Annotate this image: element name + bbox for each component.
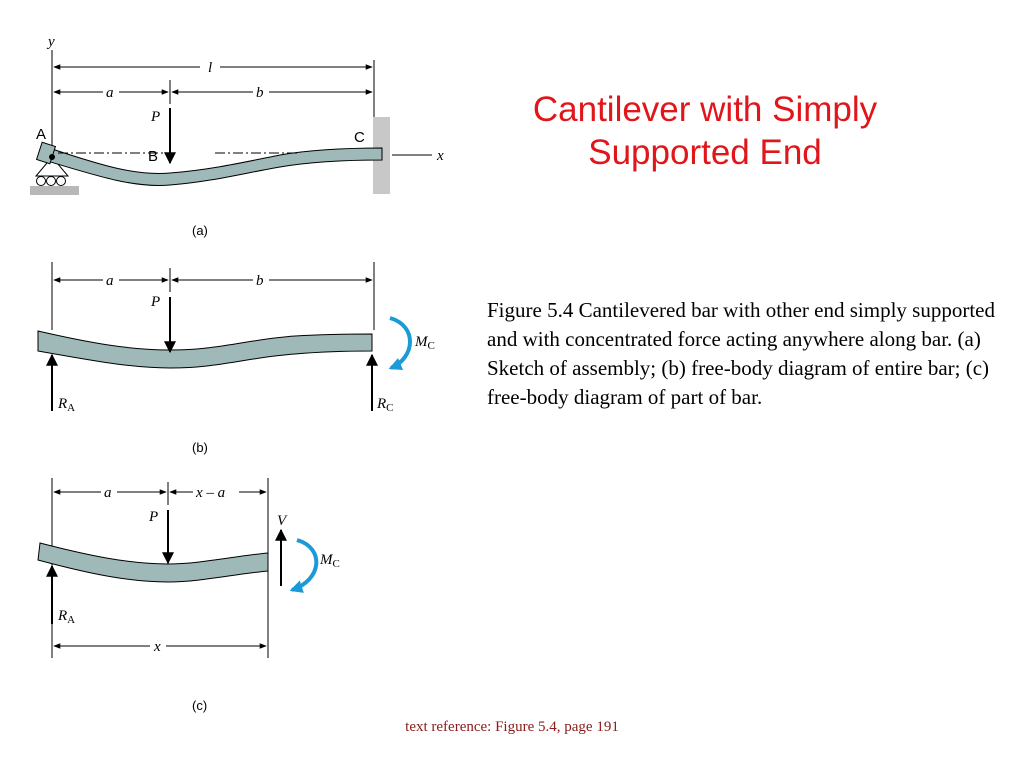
load-P-label-b: P xyxy=(150,294,160,310)
dim-a-gap-b xyxy=(103,272,119,288)
panel-a-label: (a) xyxy=(192,223,208,238)
roller-wheels xyxy=(36,176,66,186)
dim-xa-label-c: x – a xyxy=(195,485,225,501)
slide-title-line-1: Cantilever with Simply xyxy=(532,90,878,129)
pin-A xyxy=(49,154,55,160)
load-P-label-c: P xyxy=(148,509,158,525)
dim-b-label-b: b xyxy=(256,273,264,289)
ground-block xyxy=(30,186,79,195)
beam-b xyxy=(37,330,373,369)
slide-title: Cantilever with Simply Supported End xyxy=(470,88,940,174)
shear-V-label-c: V xyxy=(277,513,288,529)
x-axis-label: x xyxy=(436,148,444,164)
dim-l-label: l xyxy=(208,60,212,76)
beam-a xyxy=(43,146,383,186)
pin-support xyxy=(34,156,70,177)
figure-caption: Figure 5.4 Cantilevered bar with other e… xyxy=(487,298,995,409)
moment-MC-arrow-c xyxy=(289,538,319,593)
moment-MC-label-c: MC xyxy=(319,552,340,570)
dim-b-gap xyxy=(253,84,269,100)
diagram-a: y l a b xyxy=(30,34,444,238)
dim-l-gap xyxy=(200,59,220,75)
dim-a-label: a xyxy=(106,85,114,101)
load-P-label: P xyxy=(150,109,160,125)
point-A-label: A xyxy=(36,126,46,143)
dim-x-gap-c xyxy=(150,638,166,654)
panel-c-label: (c) xyxy=(192,698,207,713)
dim-b-gap-b xyxy=(253,272,269,288)
point-C-label: C xyxy=(354,129,365,146)
slide-title-line-2: Supported End xyxy=(588,133,822,172)
dim-a-label-b: a xyxy=(106,273,114,289)
moment-MC-label-b: MC xyxy=(414,334,435,352)
figure-5-4: y l a b xyxy=(30,34,444,713)
dim-b-label: b xyxy=(256,85,264,101)
diagram-c: a x – a P RA V MC x (c) xyxy=(37,478,340,713)
reaction-RA-label-c: RA xyxy=(57,608,75,626)
diagram-b: a b P RA RC MC (b) xyxy=(37,262,435,455)
dim-a-label-c: a xyxy=(104,485,112,501)
reaction-RC-label-b: RC xyxy=(376,396,394,414)
text-reference-footer: text reference: Figure 5.4, page 191 xyxy=(405,719,619,735)
point-B-label: B xyxy=(148,148,158,165)
moment-MC-arrow-b xyxy=(388,316,412,370)
reaction-RA-label-b: RA xyxy=(57,396,75,414)
y-axis-label: y xyxy=(46,34,55,50)
dim-x-label-c: x xyxy=(153,639,161,655)
dim-a-gap-c xyxy=(101,484,117,500)
beam-c xyxy=(37,542,269,583)
dim-a-gap xyxy=(103,84,119,100)
panel-b-label: (b) xyxy=(192,440,208,455)
dim-xa-gap-c xyxy=(193,484,239,500)
